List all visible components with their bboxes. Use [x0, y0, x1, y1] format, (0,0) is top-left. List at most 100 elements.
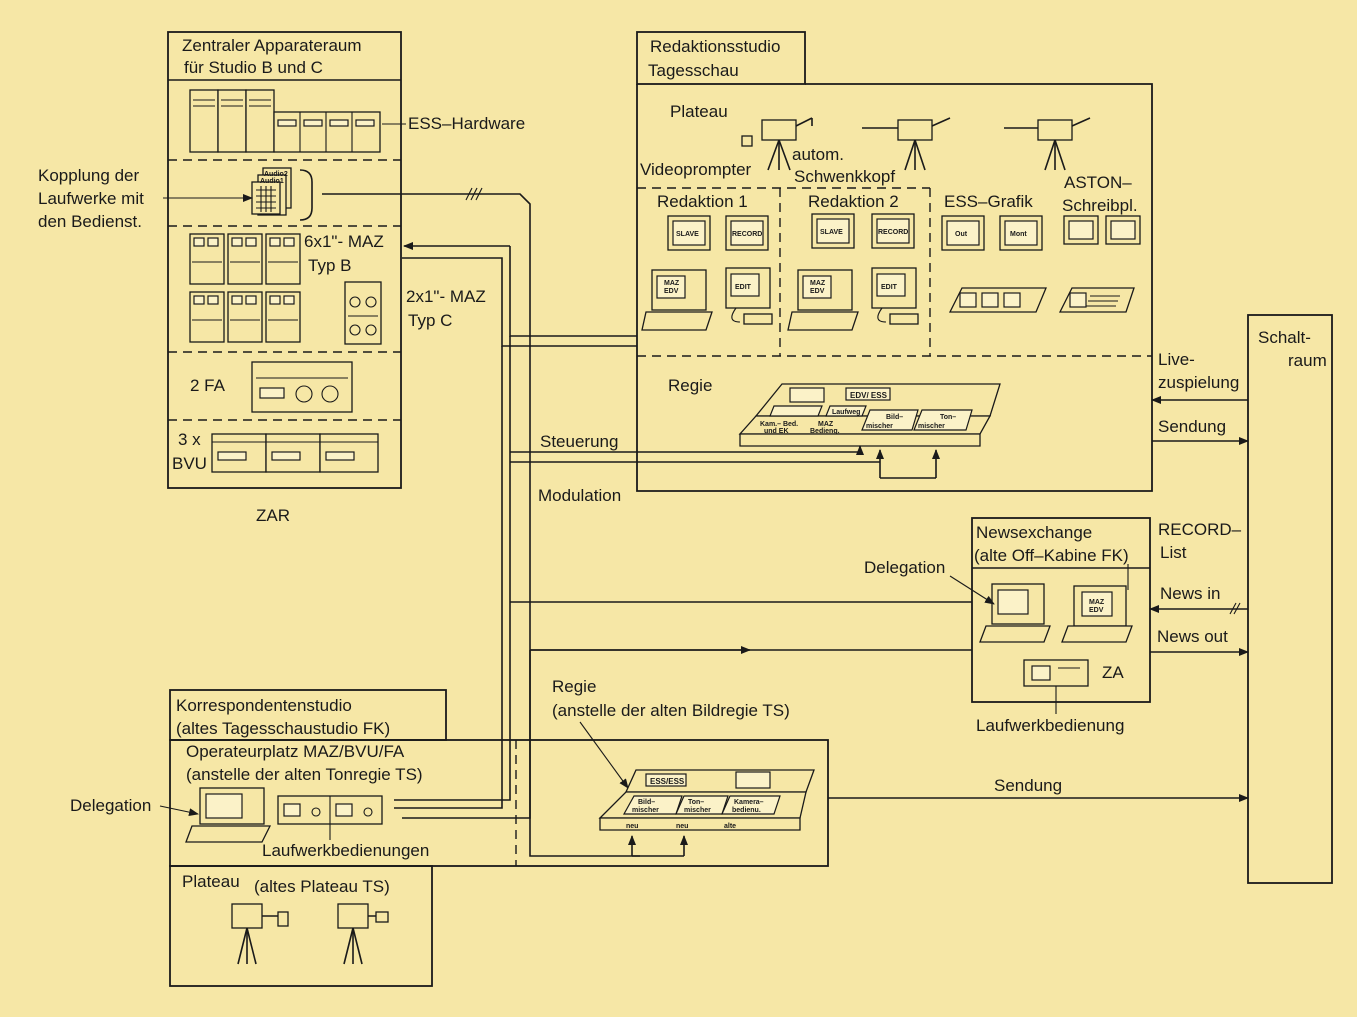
za-unit-icon	[1023, 659, 1089, 687]
laufwerk-label-1: Laufwerkbedienung	[976, 716, 1124, 735]
redaktion1-label: Redaktion 1	[657, 192, 748, 211]
record-label-1: RECORD	[732, 231, 762, 238]
desk-kam-1: Kam.– Bed.	[760, 421, 798, 428]
plateau-ts-frame	[169, 865, 433, 987]
regie-ts-desk-icon	[598, 769, 815, 831]
live-label-2: zuspielung	[1158, 373, 1239, 392]
korrespondenten-frame	[169, 739, 829, 867]
delegation-label-2: Delegation	[70, 796, 151, 815]
videoprompter-label: Videoprompter	[640, 160, 752, 179]
slave-label-1: SLAVE	[676, 231, 699, 238]
regie-ts-pointer	[579, 721, 629, 789]
sendung-label-1: Sendung	[1158, 417, 1226, 436]
operateur-label-1: Operateurplatz MAZ/BVU/FA	[186, 742, 405, 761]
desk-kam-2: und EK	[764, 428, 789, 435]
maz-edv-terminal-1-icon	[641, 269, 713, 331]
plateau-label: Plateau	[670, 102, 728, 121]
maz-c-label-2: Typ C	[408, 311, 452, 330]
regie-label: Regie	[668, 376, 712, 395]
desk-bild-1: Bild–	[886, 414, 903, 421]
fa-label: 2 FA	[190, 376, 226, 395]
newsexchange-terminal-icon	[979, 583, 1051, 643]
bvu-units-icon	[211, 433, 379, 473]
record-list-2: List	[1160, 543, 1187, 562]
maz-edv-2a: MAZ	[810, 280, 826, 287]
zar-block: Zentraler Apparateraum für Studio B und …	[167, 31, 525, 525]
zar-frame	[167, 31, 402, 489]
plateau-ts-camera-2-icon	[337, 903, 389, 965]
plateau-ts-label: Plateau	[182, 872, 240, 891]
ess-hardware-icon	[189, 89, 381, 153]
ne-edv-label: EDV	[1089, 607, 1104, 614]
edit-label-2: EDIT	[881, 284, 898, 291]
operateur-terminal-icon	[185, 787, 272, 843]
maz-c-label-1: 2x1"- MAZ	[406, 287, 486, 306]
maz-feed-line-a	[509, 246, 637, 337]
redaktionsstudio-title-1: Redaktionsstudio	[650, 37, 780, 56]
camera-videoprompter-icon	[741, 117, 813, 171]
laufwerk-label-2: Laufwerkbedienungen	[262, 841, 429, 860]
desk-ton-2: mischer	[918, 423, 945, 430]
maz-edv-2b: EDV	[810, 288, 825, 295]
korrespondenten-title-1: Korrespondentenstudio	[176, 696, 352, 715]
news-in-label: News in	[1160, 584, 1220, 603]
bvu-label-2: BVU	[172, 454, 207, 473]
autom-label-2: Schwenkkopf	[794, 167, 895, 186]
ne-maz-label: MAZ	[1089, 599, 1105, 606]
steuerung-line	[394, 346, 503, 809]
news-out-label: News out	[1157, 627, 1228, 646]
bvu-label-1: 3 x	[178, 430, 201, 449]
korrespondenten-title-2: (altes Tagesschaustudio FK)	[176, 719, 390, 738]
regie-ts-label-1: Regie	[552, 677, 596, 696]
regie-ts-alte: alte	[724, 823, 736, 830]
regie-ts-label-2: (anstelle der alten Bildregie TS)	[552, 701, 790, 720]
kopplung-label-2: Laufwerke mit	[38, 189, 144, 208]
delegation-pointer-2	[159, 805, 199, 817]
regie-ts-neu-1: neu	[626, 823, 638, 830]
out-label: Out	[955, 231, 968, 238]
laufwerk-panel-icon	[277, 795, 383, 825]
mont-label: Mont	[1010, 231, 1027, 238]
newsexchange-frame	[971, 517, 1151, 703]
camera-2-icon	[862, 117, 951, 171]
maz-edv-terminal-2-icon	[787, 269, 859, 331]
live-label-1: Live-	[1158, 350, 1195, 369]
maz-edv-1b: EDV	[664, 288, 679, 295]
newsexchange-block: Newsexchange (alte Off–Kabine FK) MAZ ED…	[971, 517, 1151, 703]
schaltraum-label-2: raum	[1288, 351, 1327, 370]
schaltraum-label-1: Schalt-	[1258, 328, 1311, 347]
desk-edv-ess: EDV/ ESS	[850, 391, 888, 400]
autom-label-1: autom.	[792, 145, 844, 164]
regie-ts-ton-1: Ton–	[688, 799, 704, 806]
modulation-label: Modulation	[538, 486, 621, 505]
schaltraum-frame	[1247, 314, 1333, 884]
audio-units-icon	[251, 167, 292, 216]
zar-title-1: Zentraler Apparateraum	[182, 36, 362, 55]
kopplung-label-1: Kopplung der	[38, 166, 139, 185]
regie-desk-icon	[738, 383, 1001, 447]
maz-type-c-icon	[344, 281, 382, 345]
edit-label-1: EDIT	[735, 284, 752, 291]
record-list-1: RECORD–	[1158, 520, 1242, 539]
zar-title-2: für Studio B und C	[184, 58, 323, 77]
korrespondenten-block: Korrespondentenstudio (altes Tagesschaus…	[70, 689, 829, 987]
fa-recorder-icon	[251, 361, 353, 413]
signal-lines	[322, 187, 1249, 857]
newsexchange-title-2: (alte Off–Kabine FK)	[974, 546, 1129, 565]
edit-terminal-1-icon	[725, 267, 773, 325]
steuerung-label: Steuerung	[540, 432, 618, 451]
audio2-label: Audio2	[264, 171, 288, 178]
desk-ton-1: Ton–	[940, 414, 956, 421]
steuerung-line-2	[394, 336, 511, 801]
regie-ts-bild-1: Bild–	[638, 799, 655, 806]
delegation-pointer-1	[949, 575, 995, 605]
operateur-label-2: (anstelle der alten Tonregie TS)	[186, 765, 423, 784]
plateau-ts-note: (altes Plateau TS)	[254, 877, 390, 896]
desk-maz-1: MAZ	[818, 421, 834, 428]
regie-ts-ess: ESS/ESS	[650, 777, 685, 786]
newsexchange-title-1: Newsexchange	[976, 523, 1092, 542]
za-label: ZA	[1102, 663, 1124, 682]
redaktionsstudio-block: Redaktionsstudio Tagesschau Plateau Vide…	[636, 31, 1153, 492]
